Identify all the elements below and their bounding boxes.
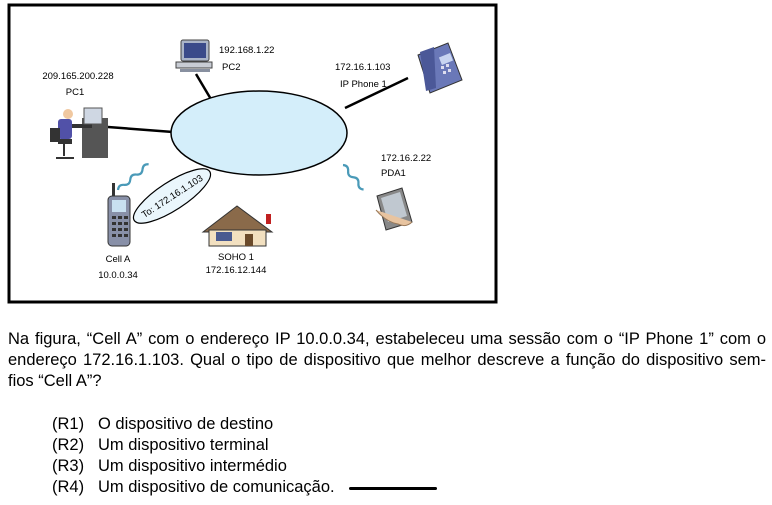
pc2-name: PC2 — [222, 62, 240, 73]
ip-phone-name: IP Phone 1 — [340, 79, 387, 90]
pc1-name: PC1 — [66, 87, 84, 98]
option-r2[interactable]: (R2) Um dispositivo terminal — [52, 435, 437, 456]
option-r1-text: O dispositivo de destino — [98, 415, 274, 433]
soho-name: SOHO 1 — [218, 252, 254, 263]
option-r1-id: (R1) — [52, 415, 85, 433]
option-r4-id: (R4) — [52, 478, 85, 496]
option-r4[interactable]: (R4) Um dispositivo de comunicação. — [52, 477, 437, 498]
link-ip-phone — [344, 76, 409, 110]
ip-phone-ip: 172.16.1.103 — [335, 62, 390, 73]
option-r3-text: Um dispositivo intermédio — [98, 457, 287, 475]
pda-icon — [375, 187, 413, 231]
link-pc1 — [107, 125, 174, 134]
ip-phone-icon — [417, 42, 463, 94]
pda-ip: 172.16.2.22 — [381, 153, 431, 164]
computer-icon — [175, 39, 213, 72]
wireless-link-pda — [342, 163, 364, 191]
cell-name: Cell A — [106, 254, 131, 265]
link-label-bubble: To: 172.16.1.103 — [132, 168, 212, 224]
option-r3-id: (R3) — [52, 457, 85, 475]
answer-options: (R1) O dispositivo de destino (R2) Um disp… — [52, 414, 437, 498]
wireless-links — [116, 163, 364, 191]
network-diagram: To: 172.16.1.103 209.165.200.228 PC1 192… — [7, 3, 498, 304]
network-cloud-icon — [170, 90, 348, 176]
desktop-user-icon — [50, 107, 108, 159]
soho-ip: 172.16.12.144 — [206, 265, 267, 276]
cell-ip: 10.0.0.34 — [98, 270, 138, 281]
option-r4-text: Um dispositivo de comunicação. — [98, 478, 335, 496]
answer-marker — [348, 487, 437, 491]
option-r1[interactable]: (R1) O dispositivo de destino — [52, 414, 437, 435]
question-text: Na figura, “Cell A” com o endereço IP 10… — [8, 330, 766, 390]
house-icon — [201, 205, 274, 247]
pc2-ip: 192.168.1.22 — [219, 45, 274, 56]
option-r3[interactable]: (R3) Um dispositivo intermédio — [52, 456, 437, 477]
pc1-ip: 209.165.200.228 — [42, 71, 113, 82]
pda-name: PDA1 — [381, 168, 406, 179]
cell-phone-icon — [107, 183, 131, 247]
option-r2-id: (R2) — [52, 436, 85, 454]
wireless-link-cell — [116, 163, 149, 191]
option-r2-text: Um dispositivo terminal — [98, 436, 269, 454]
